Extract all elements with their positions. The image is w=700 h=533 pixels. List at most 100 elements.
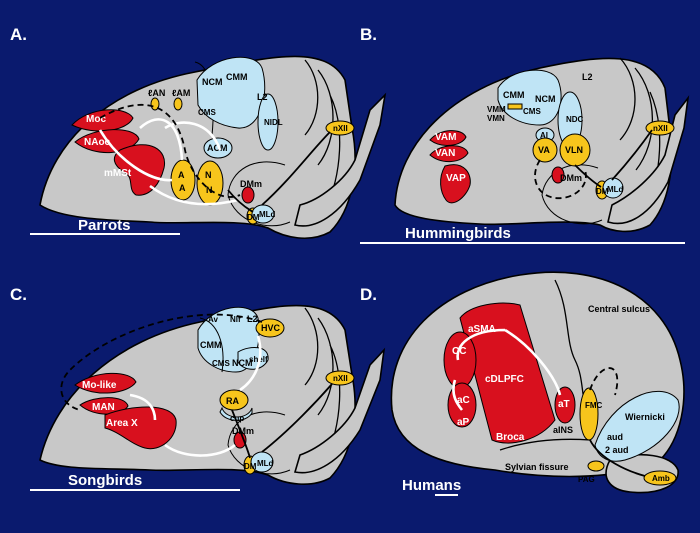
panel-hummingbirds: B. VAM VAN VAP CMM NCM L2 VMM VMN CMS ND… (360, 25, 690, 244)
descending-pathway (227, 131, 331, 213)
label-cup: cup (230, 414, 244, 423)
panel-parrots: A. Moc NAoc mMSt ℓAN ℓAM NCM CMM CMS L2 … (10, 25, 387, 239)
panel-letter: A. (10, 25, 27, 44)
nucleus-amb (643, 470, 677, 486)
nucleus-moc (71, 109, 134, 132)
label-av: Av (208, 315, 218, 324)
label-asma: aSMA (468, 324, 496, 335)
label-ncm: NCM (232, 358, 253, 368)
label-vmn: VMN (487, 114, 505, 123)
nucleus-vmm (507, 103, 523, 110)
panel-songbirds: C. Av Nlf L2 HVC CMM CMS NCM shelf Mo-li… (10, 285, 386, 491)
label-nxii: nXII (333, 124, 348, 133)
label-cdlpfc: cDLPFC (485, 374, 524, 385)
panel-humans: D. aSMA CC cDLPFC aC aP aT FMC aINS Broc… (360, 271, 685, 496)
label-nxii: nXII (653, 124, 668, 133)
descending-pathway (574, 129, 653, 188)
label-mld: MLd (607, 185, 624, 194)
nucleus-nxii (325, 370, 355, 386)
nucleus-at (554, 386, 576, 424)
nucleus-dmm (241, 186, 255, 204)
nucleus-vap (440, 164, 471, 204)
label-lam: ℓAM (172, 88, 190, 98)
label-2aud: 2 aud (605, 445, 629, 455)
label-naoc: NAoc (84, 137, 111, 148)
label-broca: Broca (496, 432, 525, 443)
label-nidl: NIDL (264, 118, 283, 127)
label-cms: CMS (212, 359, 230, 368)
label-l2: L2 (582, 72, 593, 82)
pathway-arrows (98, 118, 239, 206)
label-at: aT (558, 399, 570, 410)
label-mld: MLd (257, 459, 274, 468)
dashed-loop (60, 313, 263, 411)
cup (219, 406, 253, 421)
panel-title: Hummingbirds (405, 225, 511, 242)
label-moc: Moc (86, 114, 106, 125)
label-vmm: VMM (487, 105, 506, 114)
brainstem-outline (227, 161, 291, 227)
label-dmm: DMm (240, 179, 262, 189)
descending-pathway (589, 439, 646, 477)
label-acm: ACM (207, 143, 228, 153)
label-cmm: CMM (200, 340, 222, 350)
label-vln: VLN (565, 145, 583, 155)
nucleus-dmm (551, 166, 565, 184)
label-n1: N (205, 170, 212, 180)
label-l2: L2 (257, 92, 268, 102)
label-ai: AI (540, 131, 548, 140)
label-wiernicki: Wiernicki (625, 412, 665, 422)
label-mo-like: Mo-like (82, 380, 117, 391)
nucleus-area-x (104, 406, 177, 450)
nucleus-asma (459, 302, 556, 444)
nucleus-fmc (579, 387, 599, 441)
label-sylvian-fissure: Sylvian fissure (505, 462, 569, 472)
nucleus-aac (170, 159, 196, 201)
nucleus-pag (587, 460, 605, 472)
nucleus-cc (443, 331, 477, 389)
panel-title: Songbirds (68, 472, 142, 489)
brainstem-outline (227, 411, 291, 475)
nucleus-lam (173, 97, 183, 111)
label-mmst: mMSt (104, 168, 132, 179)
label-fmc: FMC (585, 401, 603, 410)
label-cms: CMS (523, 107, 541, 116)
nucleus-ra (219, 389, 249, 411)
label-dmm: DMm (560, 173, 582, 183)
label-ac: aC (457, 395, 470, 406)
label-lan: ℓAN (148, 88, 165, 98)
nucleus-van (429, 145, 469, 162)
panel-title: Humans (402, 477, 461, 494)
label-ncm: NCM (535, 94, 556, 104)
label-va: VA (538, 145, 550, 155)
label-dm: DM (244, 462, 257, 471)
nucleus-va (532, 137, 558, 163)
label-a1: A (178, 170, 185, 180)
label-ndc: NDC (566, 115, 584, 124)
brainstem (294, 92, 387, 227)
nucleus-vam (429, 130, 467, 146)
panel-title: Parrots (78, 217, 131, 234)
label-n2: N (206, 185, 213, 195)
label-dm: DM (247, 213, 260, 222)
label-hvc: HVC (261, 323, 281, 333)
label-ra: RA (226, 396, 239, 406)
dashed-loop (534, 159, 587, 199)
label-ncm: NCM (202, 77, 223, 87)
descending-pathway (231, 383, 333, 459)
nucleus-hvc (255, 318, 285, 338)
label-pag: PAG (578, 475, 595, 484)
label-vap: VAP (446, 173, 466, 184)
label-ains: aINS (553, 425, 573, 435)
panel-letter: D. (360, 285, 377, 304)
label-cmm: CMM (226, 72, 248, 82)
label-central-sulcus: Central sulcus (588, 304, 650, 314)
label-man: MAN (92, 402, 115, 413)
l2-lamina (199, 317, 224, 373)
brainstem (293, 347, 386, 474)
label-nxii: nXII (333, 374, 348, 383)
label-vam: VAM (435, 132, 456, 143)
nucleus-man (79, 397, 129, 415)
